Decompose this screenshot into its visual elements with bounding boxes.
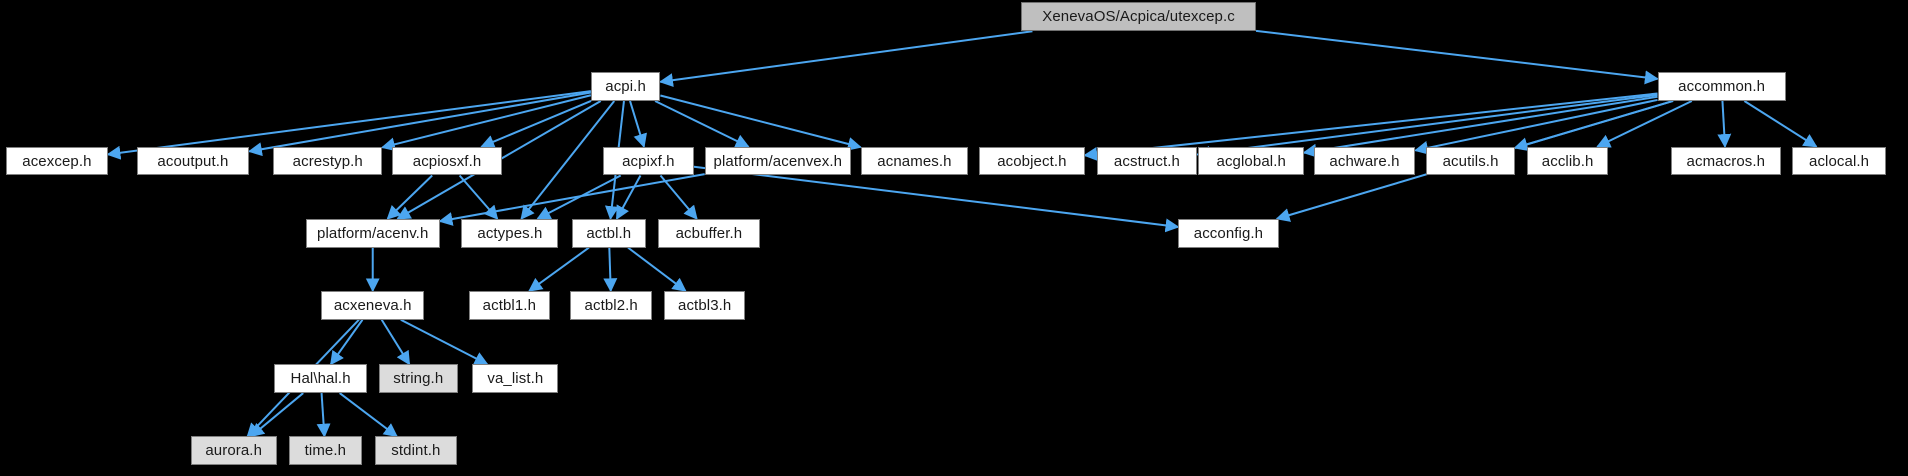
graph-node-acconfig[interactable]: acconfig.h [1178, 218, 1279, 248]
graph-edge-hal-to-stdint [339, 392, 398, 438]
graph-node-acpiosxf[interactable]: acpiosxf.h [391, 146, 503, 176]
graph-edge-actbl-to-actbl2 [603, 247, 618, 293]
graph-node-acstruct[interactable]: acstruct.h [1096, 146, 1198, 176]
graph-node-actbl1[interactable]: actbl1.h [468, 290, 551, 320]
graph-edge-acpixf-to-actbl [615, 175, 642, 220]
graph-node-acrestyp[interactable]: acrestyp.h [273, 146, 383, 176]
graph-node-acobject[interactable]: acobject.h [979, 146, 1085, 176]
graph-node-aurora[interactable]: aurora.h [190, 436, 277, 466]
graph-node-acmacros[interactable]: acmacros.h [1670, 146, 1781, 176]
graph-edge-acxeneva-to-string [380, 319, 411, 366]
graph-node-acnames[interactable]: acnames.h [860, 146, 969, 176]
graph-edge-acxeneva-to-va_list [400, 318, 489, 366]
graph-node-acglobal[interactable]: acglobal.h [1198, 146, 1304, 176]
graph-node-acoutput[interactable]: acoutput.h [136, 146, 250, 176]
graph-node-acutils[interactable]: acutils.h [1426, 146, 1515, 176]
graph-node-acenvex[interactable]: platform/acenvex.h [704, 146, 851, 176]
graph-edge-utexcep-to-accommon [1255, 29, 1659, 85]
graph-node-acclib[interactable]: acclib.h [1526, 146, 1609, 176]
graph-node-va_list[interactable]: va_list.h [472, 364, 559, 394]
graph-node-accommon[interactable]: accommon.h [1657, 72, 1786, 101]
graph-node-acexcep[interactable]: acexcep.h [5, 146, 108, 176]
graph-node-time[interactable]: time.h [288, 436, 362, 466]
graph-node-string[interactable]: string.h [378, 364, 458, 394]
graph-edge-accommon-to-acstruct [1195, 93, 1658, 160]
graph-edge-acpi-to-acexcep [106, 90, 591, 160]
graph-edge-actbl-to-actbl3 [627, 246, 687, 292]
graph-edge-acpi-to-acoutput [247, 91, 592, 157]
graph-edge-acpixf-to-acbuffer [659, 174, 698, 220]
graph-node-acenv[interactable]: platform/acenv.h [305, 218, 440, 248]
graph-edge-acpi-to-acenvex [654, 100, 750, 148]
graph-edge-acenvex-to-acenv [438, 173, 705, 226]
graph-edge-utexcep-to-acpi [658, 30, 1033, 88]
graph-node-aclocal[interactable]: aclocal.h [1791, 146, 1887, 176]
graph-node-stdint[interactable]: stdint.h [375, 436, 457, 466]
graph-edge-accommon-to-acglobal [1302, 95, 1658, 158]
graph-edge-acpi-to-acrestyp [380, 94, 592, 152]
graph-edge-hal-to-aurora [250, 392, 304, 438]
graph-edge-acpiosxf-to-acenv [386, 174, 433, 220]
graph-edge-acpixf-to-acconfig [693, 165, 1180, 233]
graph-edge-accommon-to-acmacros [1717, 100, 1732, 149]
graph-edge-hal-to-time [316, 392, 331, 438]
graph-node-actypes[interactable]: actypes.h [461, 218, 559, 248]
graph-edge-acpi-to-acpiosxf [480, 100, 592, 149]
graph-node-hal[interactable]: Hal\hal.h [274, 364, 367, 394]
graph-node-acpi[interactable]: acpi.h [590, 72, 661, 101]
graph-edge-acpi-to-acnames [660, 94, 862, 151]
graph-node-utexcep[interactable]: XenevaOS/Acpica/utexcep.c [1021, 2, 1256, 32]
graph-edge-accommon-to-aclocal [1743, 100, 1818, 148]
graph-edge-accommon-to-achware [1414, 98, 1658, 155]
graph-edge-actbl-to-actbl1 [528, 246, 590, 292]
graph-node-actbl2[interactable]: actbl2.h [570, 290, 652, 320]
graph-edge-acxeneva-to-hal [330, 319, 364, 366]
graph-edge-accommon-to-acclib [1596, 100, 1693, 148]
graph-node-acpixf[interactable]: acpixf.h [602, 146, 694, 176]
graph-edge-acpiosxf-to-actypes [458, 174, 499, 220]
graph-node-actbl[interactable]: actbl.h [571, 218, 646, 248]
graph-node-acbuffer[interactable]: acbuffer.h [657, 218, 760, 248]
graph-node-acxeneva[interactable]: acxeneva.h [321, 290, 425, 320]
graph-node-actbl3[interactable]: actbl3.h [663, 290, 746, 320]
graph-edge-acpi-to-acpixf [629, 100, 647, 148]
graph-node-achware[interactable]: achware.h [1313, 146, 1416, 176]
graph-edge-acpi-to-actypes [520, 100, 616, 220]
